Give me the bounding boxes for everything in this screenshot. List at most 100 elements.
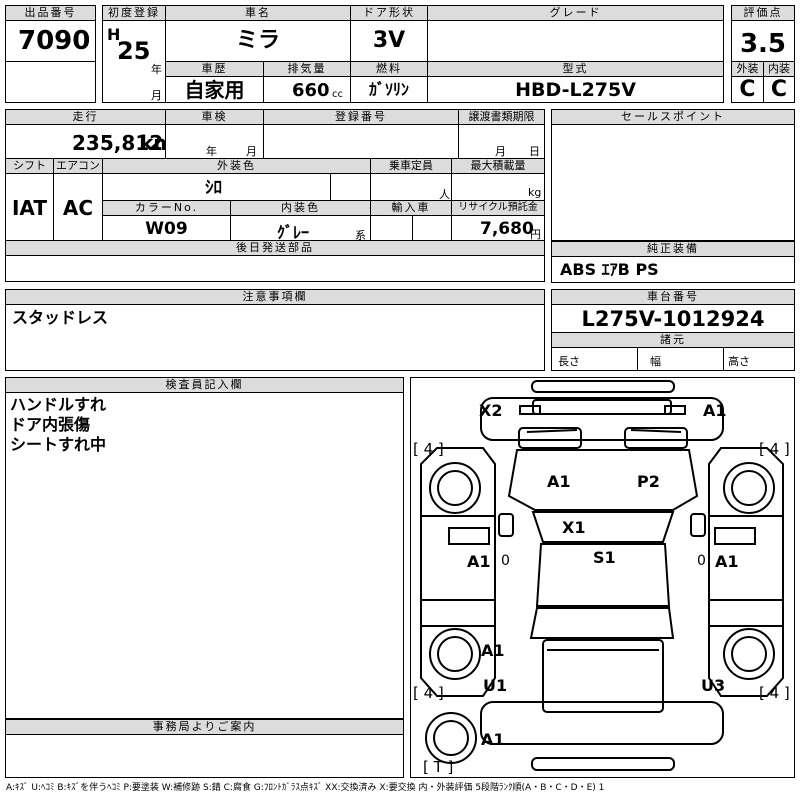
capacity-label: 乗車定員: [370, 158, 452, 174]
interior-color-label: 内装色: [230, 200, 371, 216]
lot-no-label: 出品番号: [5, 5, 96, 21]
later-parts-box: [5, 255, 545, 282]
memo-line: ドア内張傷: [10, 415, 91, 434]
score-label: 評価点: [731, 5, 795, 21]
car-name: ミラ: [165, 20, 351, 62]
reg-no-box: [263, 124, 459, 159]
interior-grade: C: [763, 76, 795, 103]
displacement-label: 排気量: [263, 61, 351, 77]
inspector-label: 検査員記入欄: [5, 377, 404, 393]
tire-rear-left: [ 4 ]: [413, 684, 444, 702]
transfer-label: 譲渡書類期限: [458, 109, 545, 125]
damage-roof: S1: [593, 548, 616, 567]
chassis-value: L275V-1012924: [551, 304, 795, 333]
damage-left-rear: A1: [481, 641, 505, 660]
max-load-unit: kg: [528, 186, 542, 199]
equipment-value: ABS ｴｱB PS: [551, 256, 795, 283]
sales-point-label: セールスポイント: [551, 109, 795, 125]
memo-line: シートすれ中: [10, 435, 107, 454]
car-name-label: 車名: [165, 5, 351, 21]
car-diagram: X2 A1 A1 P2 X1 S1 A1 A1 0 0 A1 U1 U3 A1 …: [410, 377, 795, 778]
model-label: 型式: [427, 61, 724, 77]
interior-color-unit: 系: [355, 229, 366, 241]
import-box-1: [370, 215, 413, 241]
import-box-2: [412, 215, 452, 241]
grade-label: グレード: [427, 5, 724, 21]
color-extra: [330, 173, 371, 201]
tire-rear-right: [ 4 ]: [759, 684, 790, 702]
memo-line: ハンドルすれ: [10, 395, 107, 414]
shift-label: シフト: [5, 158, 54, 174]
year-num: 25: [117, 37, 151, 65]
inspection-year-unit: 年: [206, 145, 217, 158]
damage-front-left: X2: [479, 401, 503, 420]
mileage-unit: km: [140, 131, 165, 155]
lot-no: 7090: [5, 20, 96, 62]
door-type: 3V: [350, 20, 428, 62]
transfer-month-unit: 月: [495, 145, 506, 158]
first-reg-box: H 25 年 月: [102, 20, 166, 103]
spec-label: 諸元: [551, 332, 795, 348]
recycle-unit: 円: [530, 228, 541, 241]
color-no-label: カラーNo.: [102, 200, 231, 216]
ac-label: エアコン: [53, 158, 103, 174]
color-no-value: W09: [102, 215, 231, 241]
capacity-unit: 人: [439, 188, 450, 201]
reg-no-label: 登録番号: [263, 109, 459, 125]
displacement-box: 660 cc: [263, 76, 351, 103]
fuel-label: 燃料: [350, 61, 428, 77]
era: H: [107, 25, 121, 44]
damage-front-right: A1: [703, 401, 727, 420]
tire-front-left: [ 4 ]: [413, 440, 444, 458]
max-load-box: kg: [451, 173, 545, 201]
ac-value: AC: [53, 173, 103, 241]
score-value: 3.5: [731, 20, 795, 62]
year-unit: 年: [151, 63, 162, 76]
damage-rear: A1: [481, 730, 505, 749]
height-label: 高さ: [723, 347, 795, 371]
door-label: ドア形状: [350, 5, 428, 21]
damage-left-rear-lower: U1: [483, 676, 508, 695]
shift-value: IAT: [5, 173, 54, 241]
import-label: 輸入車: [370, 200, 452, 216]
exterior-label: 外装: [731, 61, 764, 77]
recycle-value: 7,680: [480, 219, 534, 239]
transfer-box: 月 日: [458, 124, 545, 159]
office-label: 事務局よりご案内: [5, 719, 404, 735]
recycle-box: 7,680 円: [451, 215, 545, 241]
inspector-memo: ハンドルすれ ドア内張傷 シートすれ中: [5, 392, 404, 719]
tire-spare: [ T ]: [423, 758, 454, 776]
transfer-day-unit: 日: [529, 145, 540, 158]
lot-no-blank: [5, 61, 96, 103]
right-door-mark: 0: [697, 553, 706, 569]
month-unit: 月: [151, 89, 162, 102]
capacity-box: 人: [370, 173, 452, 201]
inspection-label: 車検: [165, 109, 264, 125]
fuel-value: ｶﾞｿﾘﾝ: [350, 76, 428, 103]
width-label: 幅: [637, 347, 724, 371]
displacement-value: 660: [292, 80, 330, 101]
displacement-unit: cc: [332, 89, 343, 100]
notes-value: スタッドレス: [5, 304, 545, 371]
mileage-label: 走行: [5, 109, 166, 125]
color-label: 外装色: [102, 158, 371, 174]
damage-left-door: A1: [467, 552, 491, 571]
chassis-label: 車台番号: [551, 289, 795, 305]
damage-right-door: A1: [715, 552, 739, 571]
left-door-mark: 0: [501, 553, 510, 569]
interior-color-value: ｸﾞﾚｰ: [277, 223, 310, 241]
mileage-box: 235,812 km: [5, 124, 166, 159]
length-label: 長さ: [551, 347, 638, 371]
inspection-month-unit: 月: [246, 145, 257, 158]
damage-windshield: X1: [562, 518, 586, 537]
recycle-label: リサイクル預託金: [451, 200, 545, 216]
color-value: ｼﾛ: [102, 173, 331, 201]
mileage-value: 235,812: [72, 131, 164, 155]
first-reg-label: 初度登録: [102, 5, 166, 21]
interior-color-box: ｸﾞﾚｰ 系: [230, 215, 371, 241]
later-parts-label: 後日発送部品: [5, 240, 545, 256]
sales-point-box: [551, 124, 795, 241]
damage-hood-left: A1: [547, 472, 571, 491]
interior-label: 内装: [763, 61, 795, 77]
car-diagram-svg: [420, 380, 784, 771]
